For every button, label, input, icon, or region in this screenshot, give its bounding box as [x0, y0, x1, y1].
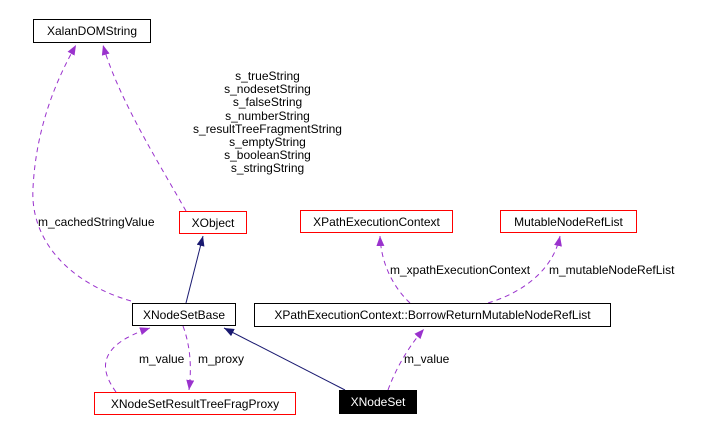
class-node-xnodesetresulttreefragproxy[interactable]: XNodeSetResultTreeFragProxy [94, 392, 296, 415]
class-node-xnodeset-current: XNodeSet [339, 390, 417, 414]
class-node-borrowreturnmutablenodereflist[interactable]: XPathExecutionContext::BorrowReturnMutab… [254, 303, 611, 327]
edge-usage-borrowreturn-to-xpathexecutioncontext [376, 235, 411, 304]
edge-label-static-string: s_nodesetString [224, 82, 311, 97]
edge-label-m-proxy: m_proxy [198, 352, 245, 366]
edge-inheritance-xnodeset-to-xnodesetbase [223, 327, 346, 391]
edge-label-static-string: s_numberString [225, 108, 310, 123]
class-node-xalandomstring[interactable]: XalanDOMString [33, 19, 151, 43]
edge-label-static-strings: s_trueString s_nodesetString s_falseStri… [175, 69, 360, 176]
edge-label-m-value-proxy: m_value [139, 352, 185, 366]
edge-label-static-string: s_resultTreeFragmentString [193, 121, 342, 136]
edge-usage-borrowreturn-to-mutablenodereflist [487, 235, 562, 304]
edge-label-static-string: s_stringString [230, 161, 305, 176]
edge-label-m-value-xnodeset: m_value [404, 352, 450, 366]
edge-label-static-string: s_booleanString [224, 148, 311, 163]
edge-usage-xnodesetbase-to-proxy [182, 325, 195, 391]
edge-usage-xobject-to-xalandomstring [101, 44, 187, 212]
edge-label-m-xpathexecutioncontext: m_xpathExecutionContext [390, 263, 531, 277]
edge-usage-xnodeset-to-borrowreturn [387, 328, 425, 391]
class-node-mutablenodereflist[interactable]: MutableNodeRefList [500, 210, 637, 233]
edge-inheritance-xnodesetbase-to-xobject [185, 235, 205, 304]
edge-label-static-string: s_falseString [232, 95, 303, 110]
edge-label-static-string: s_emptyString [229, 135, 306, 150]
class-node-xpathexecutioncontext[interactable]: XPathExecutionContext [300, 210, 453, 233]
edge-label-static-string: s_trueString [235, 69, 300, 83]
class-node-xobject[interactable]: XObject [179, 211, 247, 234]
class-node-xnodesetbase[interactable]: XNodeSetBase [132, 303, 236, 326]
edge-usage-xnodesetbase-to-xalandomstring [32, 44, 132, 302]
edge-usage-proxy-to-xnodesetbase [105, 327, 151, 393]
edge-label-m-cachedstringvalue: m_cachedStringValue [38, 215, 155, 229]
edge-label-m-mutablenodereflist: m_mutableNodeRefList [549, 263, 675, 277]
